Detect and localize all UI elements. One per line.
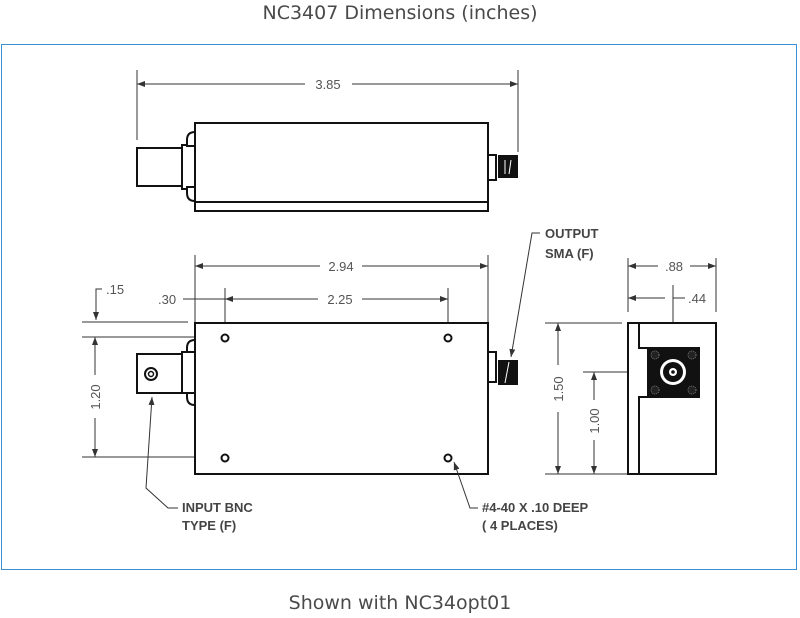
note-input-line2: TYPE (F) (182, 518, 236, 533)
dim-overall-length: 3.85 (315, 77, 340, 92)
end-view: .88 .44 1.50 1.00 (545, 258, 717, 475)
dim-hole-offset-y: .15 (106, 282, 124, 297)
dim-end-center-y: 1.00 (587, 408, 602, 433)
notes: OUTPUT SMA (F) INPUT BNC TYPE (F) #4-40 … (145, 226, 599, 533)
dim-hole-offset-x: .30 (158, 292, 176, 307)
dim-hole-spacing-x: 2.25 (327, 292, 352, 307)
dim-end-center-x: .44 (688, 291, 706, 306)
dim-end-height: 1.50 (551, 376, 566, 401)
page-title: NC3407 Dimensions (inches) (262, 2, 538, 24)
mounting-holes (220, 333, 453, 463)
dim-body-length: 2.94 (328, 259, 353, 274)
note-output-line2: SMA (F) (545, 246, 594, 261)
drawing-frame (1, 44, 797, 570)
dim-hole-spacing-y: 1.20 (88, 384, 103, 409)
note-holes-line1: #4-40 X .10 DEEP (482, 500, 589, 515)
note-holes-line2: ( 4 PLACES) (482, 518, 558, 533)
caption: Shown with NC34opt01 (288, 592, 512, 614)
note-input-line1: INPUT BNC (182, 500, 253, 515)
dim-end-width: .88 (665, 259, 683, 274)
note-output-line1: OUTPUT (545, 226, 599, 241)
top-view: 3.85 (136, 70, 519, 212)
bottom-view: 2.94 2.25 .30 .15 1.20 (82, 255, 518, 475)
